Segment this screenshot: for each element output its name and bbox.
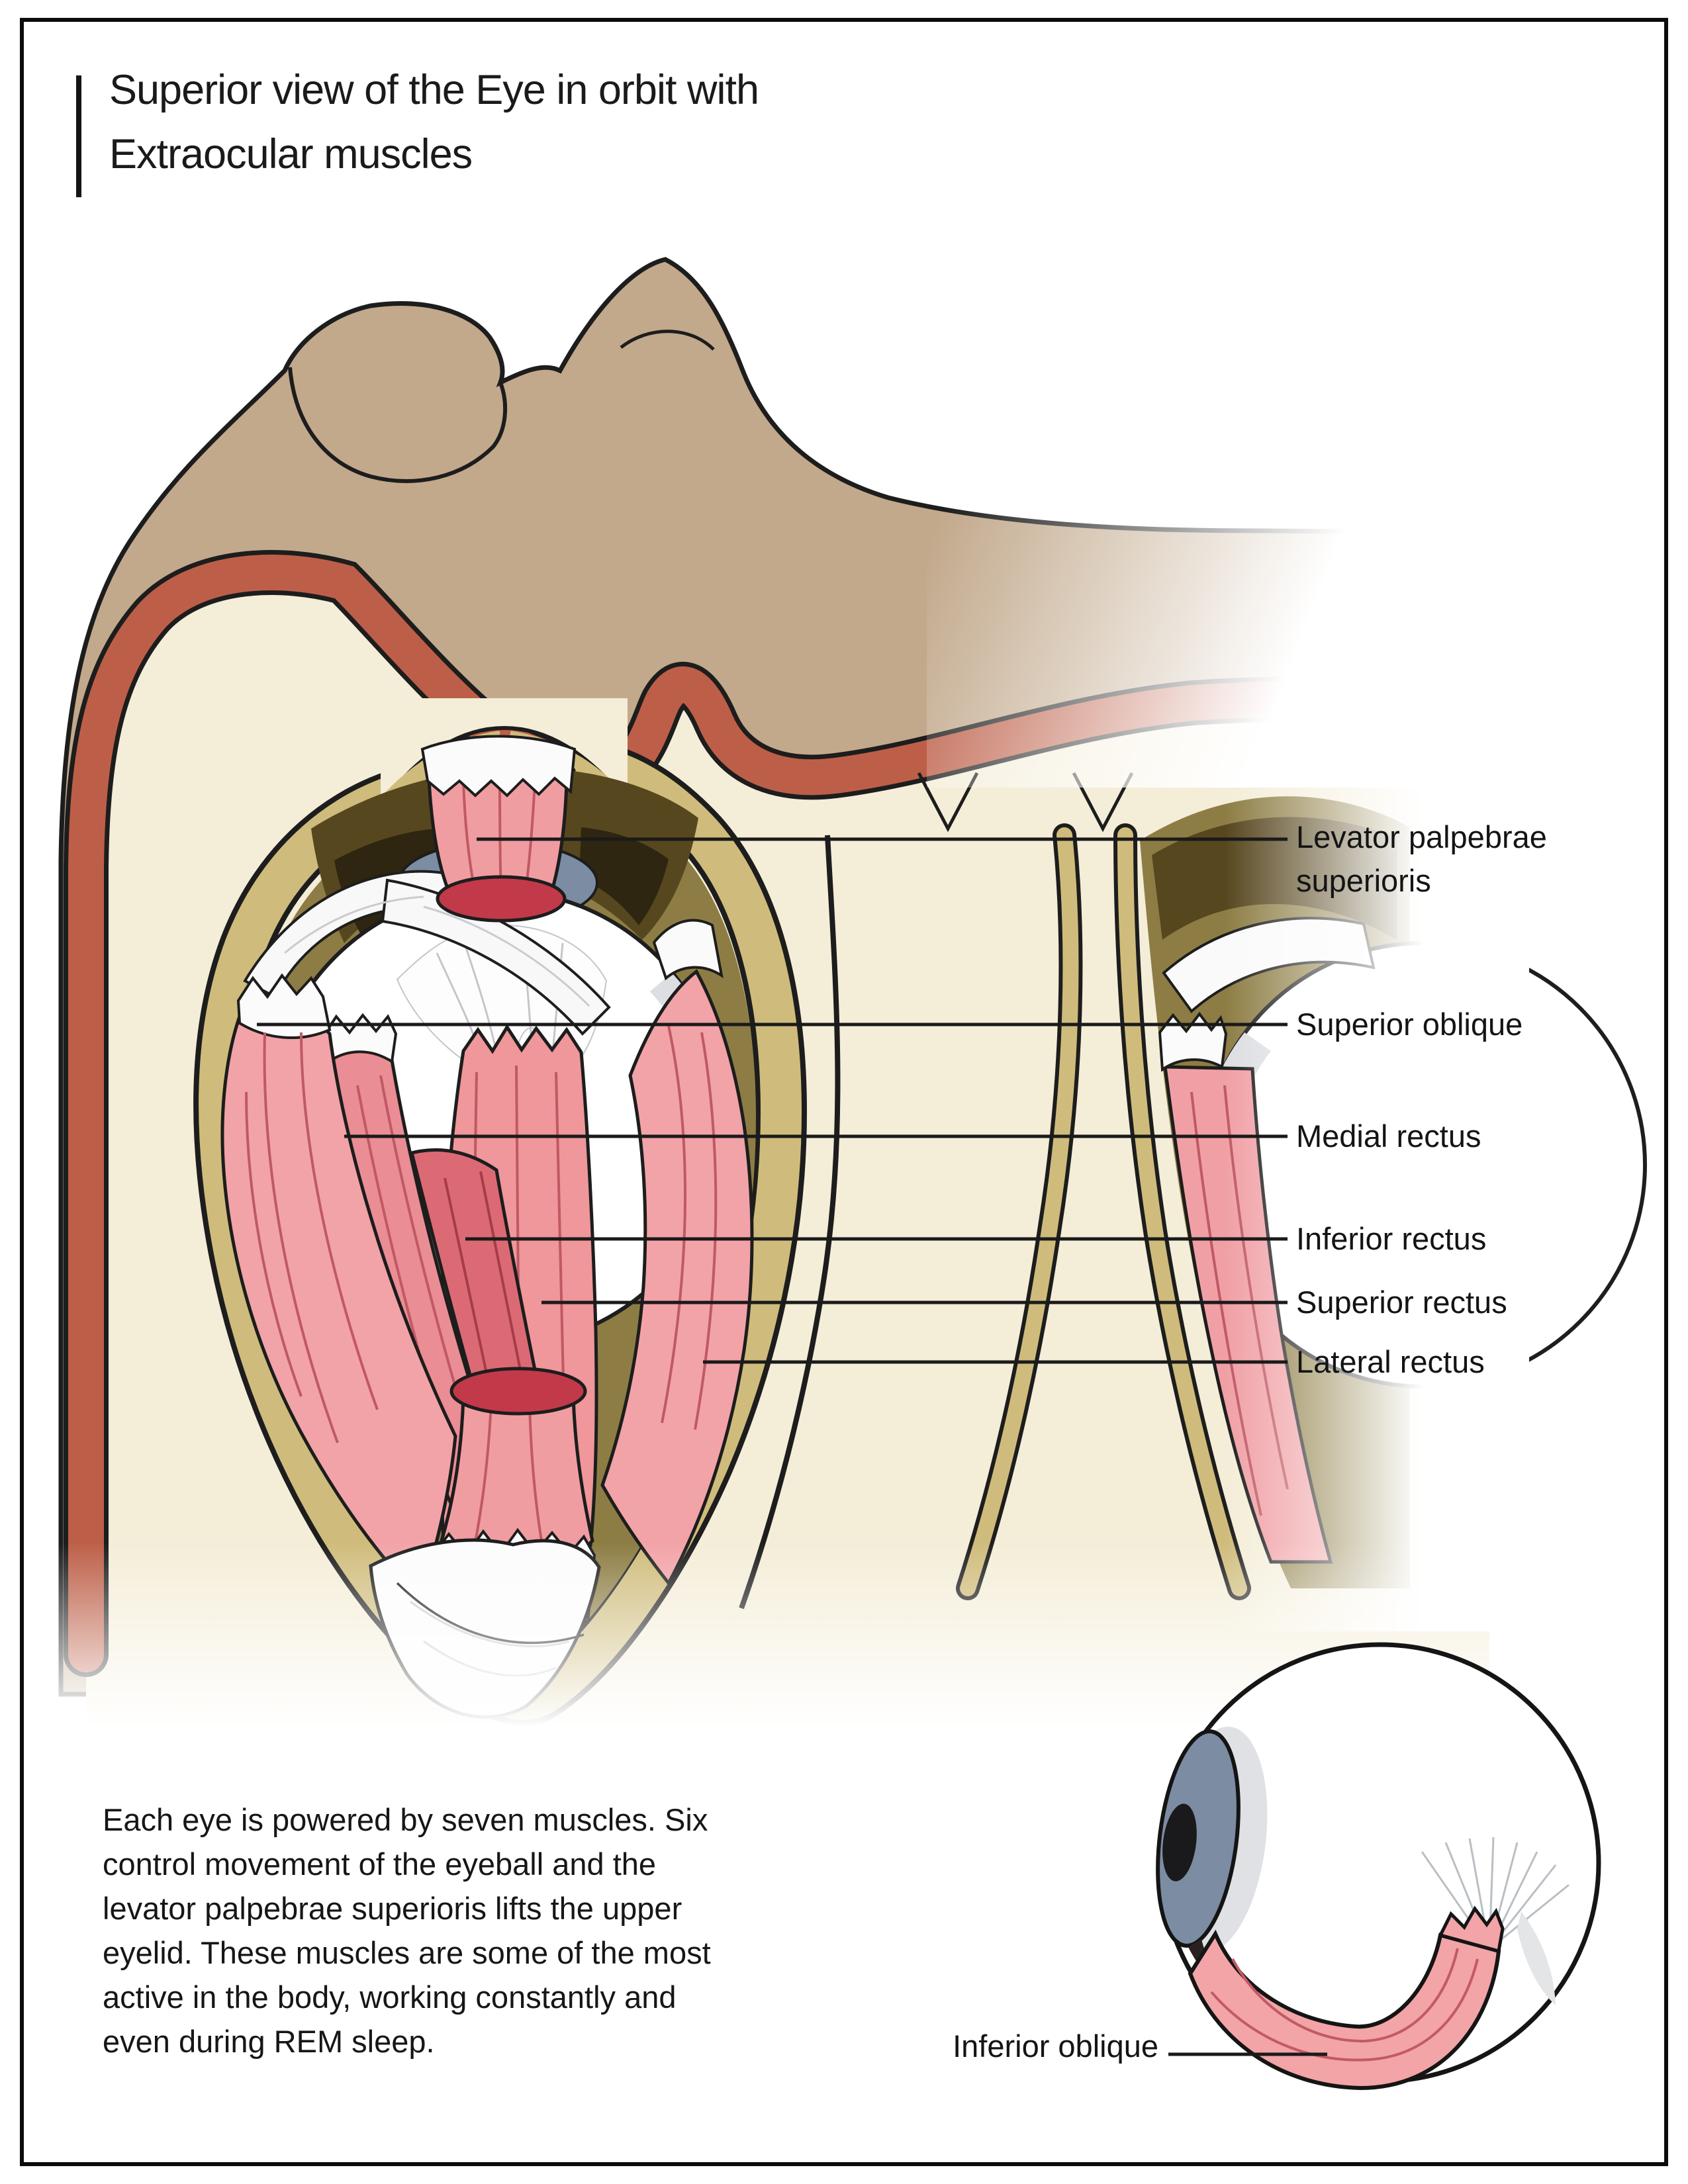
label-inferior-oblique: Inferior oblique [953, 2028, 1158, 2064]
inset-tendon-fan [1421, 1837, 1570, 1950]
septum-strip-right [1117, 827, 1247, 1596]
inset-pupil [1162, 1803, 1197, 1882]
title-accent-bar [76, 75, 81, 197]
label-inferior-rectus: Inferior rectus [1296, 1221, 1486, 1256]
label-lateral-rectus: Lateral rectus [1296, 1344, 1485, 1379]
label-superior-rectus: Superior rectus [1296, 1285, 1507, 1320]
superior-oblique-tendon-tip [236, 973, 332, 1039]
septum-notch-right [1072, 772, 1134, 833]
lateral-rectus-tendon [652, 919, 724, 981]
levator-cut-surface-lower [449, 1367, 587, 1416]
inset-iris [1156, 1729, 1241, 1948]
inferior-oblique-insertion-zigzag [1438, 1905, 1505, 1954]
inferior-oblique-inset [1156, 1642, 1601, 2091]
caption-line: Each eye is powered by seven muscles. Si… [103, 1802, 708, 1837]
page-title-line1: Superior view of the Eye in orbit with [109, 67, 759, 113]
trochlea-fibers [284, 895, 590, 1007]
nose-cartilage-line [620, 330, 715, 351]
nasal-septum [739, 772, 1251, 1610]
inset-insertion-shadow [1517, 1911, 1556, 2005]
brow-mound-line [288, 367, 508, 483]
levator-cut-surface-upper [436, 875, 567, 923]
inferior-oblique-muscle-fibers [1210, 1948, 1479, 2062]
caption-line: active in the body, working constantly a… [103, 1979, 677, 2015]
caption-line: levator palpebrae superioris lifts the u… [103, 1891, 682, 1926]
lateral-rectus-fibers [661, 1025, 718, 1430]
page-title-line2: Extraocular muscles [109, 131, 473, 177]
page-title: Superior view of the Eye in orbit with E… [109, 58, 759, 187]
levator-stub-tendon-cap [420, 735, 577, 797]
inferior-oblique-muscle [1188, 1929, 1501, 2091]
label-superior-oblique: Superior oblique [1296, 1007, 1523, 1042]
fade-right [1218, 715, 1529, 1631]
left-orbit-medial-rim-line [739, 835, 841, 1610]
caption-text: Each eye is powered by seven muscles. Si… [103, 1797, 711, 2064]
orbital-roof-notch [381, 698, 628, 806]
annotations [257, 837, 1327, 2056]
orbit-deep-shadow-right [579, 827, 669, 925]
label-medial-rectus: Medial rectus [1296, 1118, 1481, 1154]
septum-strip-left [960, 827, 1079, 1596]
septum-notch-left [917, 772, 979, 833]
caption-line: control movement of the eyeball and the [103, 1846, 657, 1882]
fascia-fibers [436, 934, 564, 1060]
right-medial-rectus-tendon-tip [1158, 1011, 1228, 1072]
superior-oblique-fibers [245, 1032, 379, 1443]
caption-line: even during REM sleep. [103, 2024, 435, 2059]
caption-line: eyelid. These muscles are some of the mo… [103, 1935, 711, 1970]
fade-top-right [927, 238, 1523, 788]
